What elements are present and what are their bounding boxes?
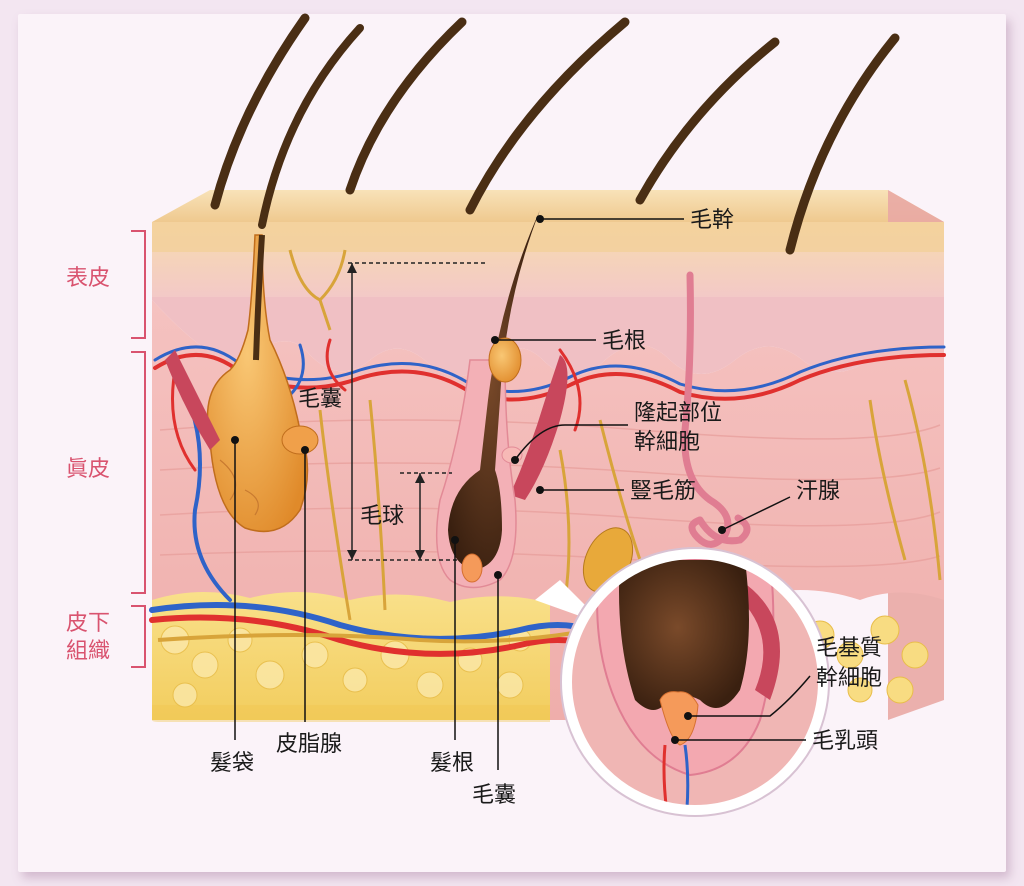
epidermis-wave (152, 297, 944, 377)
label-sebaceous: 皮脂腺 (276, 732, 342, 757)
label-hair-root-top: 毛根 (602, 329, 646, 354)
central-follicle (435, 210, 540, 589)
hair-shafts (210, 13, 900, 255)
arrector-muscles (165, 350, 568, 500)
label-subcutis-2: 組織 (66, 639, 110, 664)
label-matrix-2: 幹細胞 (816, 666, 882, 691)
label-sweat-gland: 汗腺 (796, 479, 840, 504)
magnified-view (535, 547, 830, 817)
label-follicle-bottom: 毛囊 (472, 783, 516, 808)
label-arrector: 豎毛筋 (630, 479, 696, 504)
label-matrix-1: 毛基質 (816, 636, 882, 661)
label-follicle-mid: 毛囊 (298, 387, 342, 412)
label-dermis: 眞皮 (66, 457, 110, 482)
left-follicle (206, 234, 319, 533)
label-bulge-2: 幹細胞 (634, 430, 700, 455)
label-epidermis: 表皮 (66, 266, 110, 291)
measure-lines (348, 262, 486, 561)
label-bulge-1: 隆起部位 (634, 401, 722, 426)
label-hair-root-bottom: 髮根 (430, 751, 474, 776)
subcutaneous-fat (152, 591, 550, 720)
sweat-gland (681, 271, 751, 548)
label-hair-shaft: 毛幹 (690, 208, 734, 233)
leader-lines (234, 218, 811, 770)
label-hair-sac: 髮袋 (210, 751, 254, 776)
label-papilla: 毛乳頭 (812, 729, 878, 754)
layer-brackets (131, 230, 146, 668)
label-subcutis-1: 皮下 (66, 611, 110, 636)
skin-surface (152, 190, 944, 222)
label-hair-bulb: 毛球 (360, 504, 404, 529)
